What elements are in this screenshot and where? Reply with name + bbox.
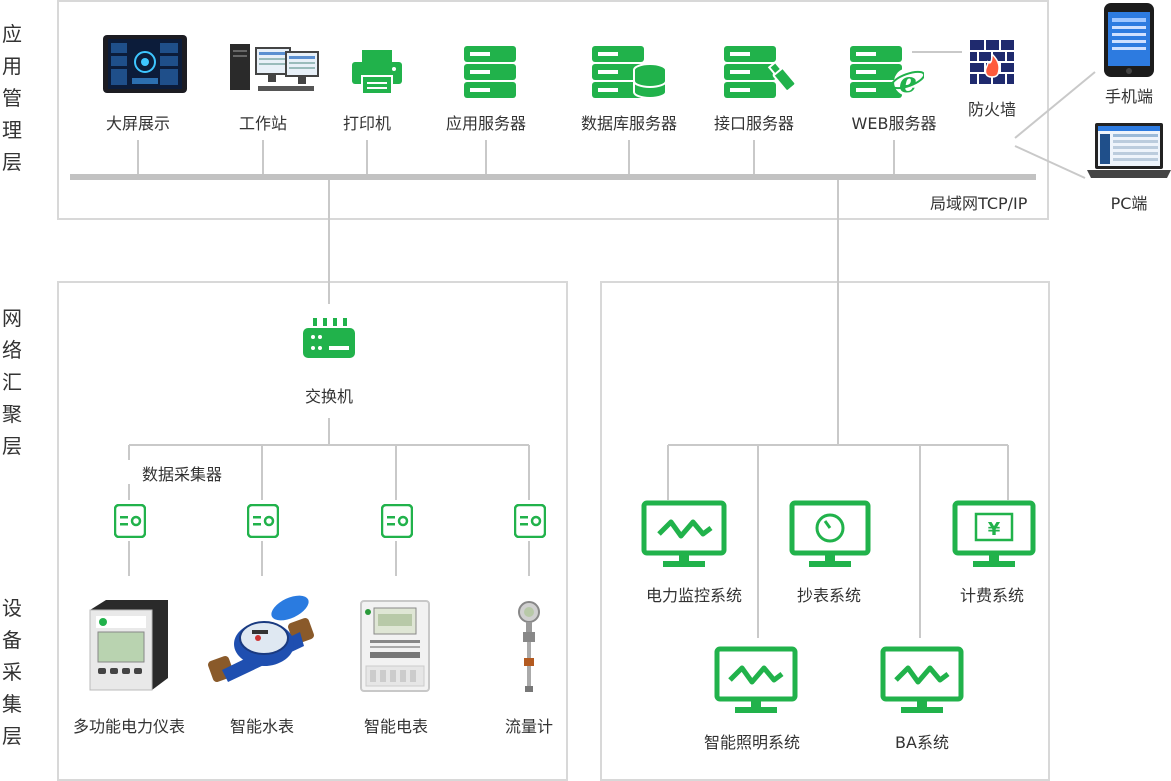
layer-label-device: 设 备 采 集 层	[2, 596, 22, 748]
svg-text:¥: ¥	[988, 519, 1001, 540]
electric-meter-label: 智能电表	[363, 717, 429, 736]
web-server-icon: e	[848, 44, 926, 104]
multi-function-meter-icon	[86, 596, 172, 698]
power-monitor-monitor-icon	[641, 500, 727, 572]
pc-label: PC端	[1110, 194, 1148, 213]
printer-label: 打印机	[342, 114, 392, 133]
app-server-icon	[462, 44, 518, 104]
meter-reading-monitor-icon	[789, 500, 871, 572]
app-server-label: 应用服务器	[445, 114, 527, 133]
workstation-label: 工作站	[238, 114, 288, 133]
network-device-box	[57, 281, 568, 781]
collector-icon-4	[513, 503, 547, 542]
switch-label: 交换机	[304, 387, 354, 406]
collector-icon-3	[380, 503, 414, 542]
meter-reading-label: 抄表系统	[796, 586, 862, 605]
ba-label: BA系统	[895, 733, 949, 752]
water-meter-icon	[208, 594, 316, 698]
switch-icon	[303, 318, 355, 362]
interface-server-icon	[722, 44, 800, 106]
web-server-label: WEB服务器	[851, 114, 937, 133]
firewall-label: 防火墙	[967, 100, 1017, 119]
billing-label: 计费系统	[959, 586, 1025, 605]
flow-meter-icon	[513, 600, 545, 698]
big-screen-icon	[102, 34, 188, 98]
mobile-phone-icon	[1103, 2, 1155, 82]
billing-monitor-icon: ¥	[952, 500, 1036, 572]
db-server-icon	[590, 44, 668, 104]
printer-icon	[350, 48, 404, 100]
db-server-label: 数据库服务器	[580, 114, 678, 133]
interface-server-label: 接口服务器	[713, 114, 795, 133]
multi-function-meter-label: 多功能电力仪表	[72, 717, 186, 736]
lighting-monitor-icon	[714, 646, 798, 718]
laptop-icon	[1087, 122, 1171, 184]
svg-text:e: e	[899, 66, 917, 99]
electric-meter-icon	[360, 600, 430, 696]
collector-icon-2	[246, 503, 280, 542]
lan-bus	[70, 174, 1036, 180]
collector-label: 数据采集器	[142, 465, 223, 484]
lan-label: 局域网TCP/IP	[930, 194, 1028, 213]
layer-label-app: 应 用 管 理 层	[2, 22, 22, 174]
water-meter-label: 智能水表	[229, 717, 295, 736]
layer-label-network: 网 络 汇 聚 层	[2, 306, 22, 458]
mobile-label: 手机端	[1104, 87, 1154, 106]
flow-meter-label: 流量计	[504, 717, 554, 736]
big-screen-label: 大屏展示	[105, 114, 171, 133]
firewall-icon	[970, 40, 1014, 88]
workstation-icon	[228, 42, 320, 98]
ba-monitor-icon	[880, 646, 964, 718]
collector-icon-1	[113, 503, 147, 542]
lighting-label: 智能照明系统	[703, 733, 801, 752]
power-monitor-label: 电力监控系统	[645, 586, 743, 605]
app-layer-box	[57, 0, 1049, 220]
